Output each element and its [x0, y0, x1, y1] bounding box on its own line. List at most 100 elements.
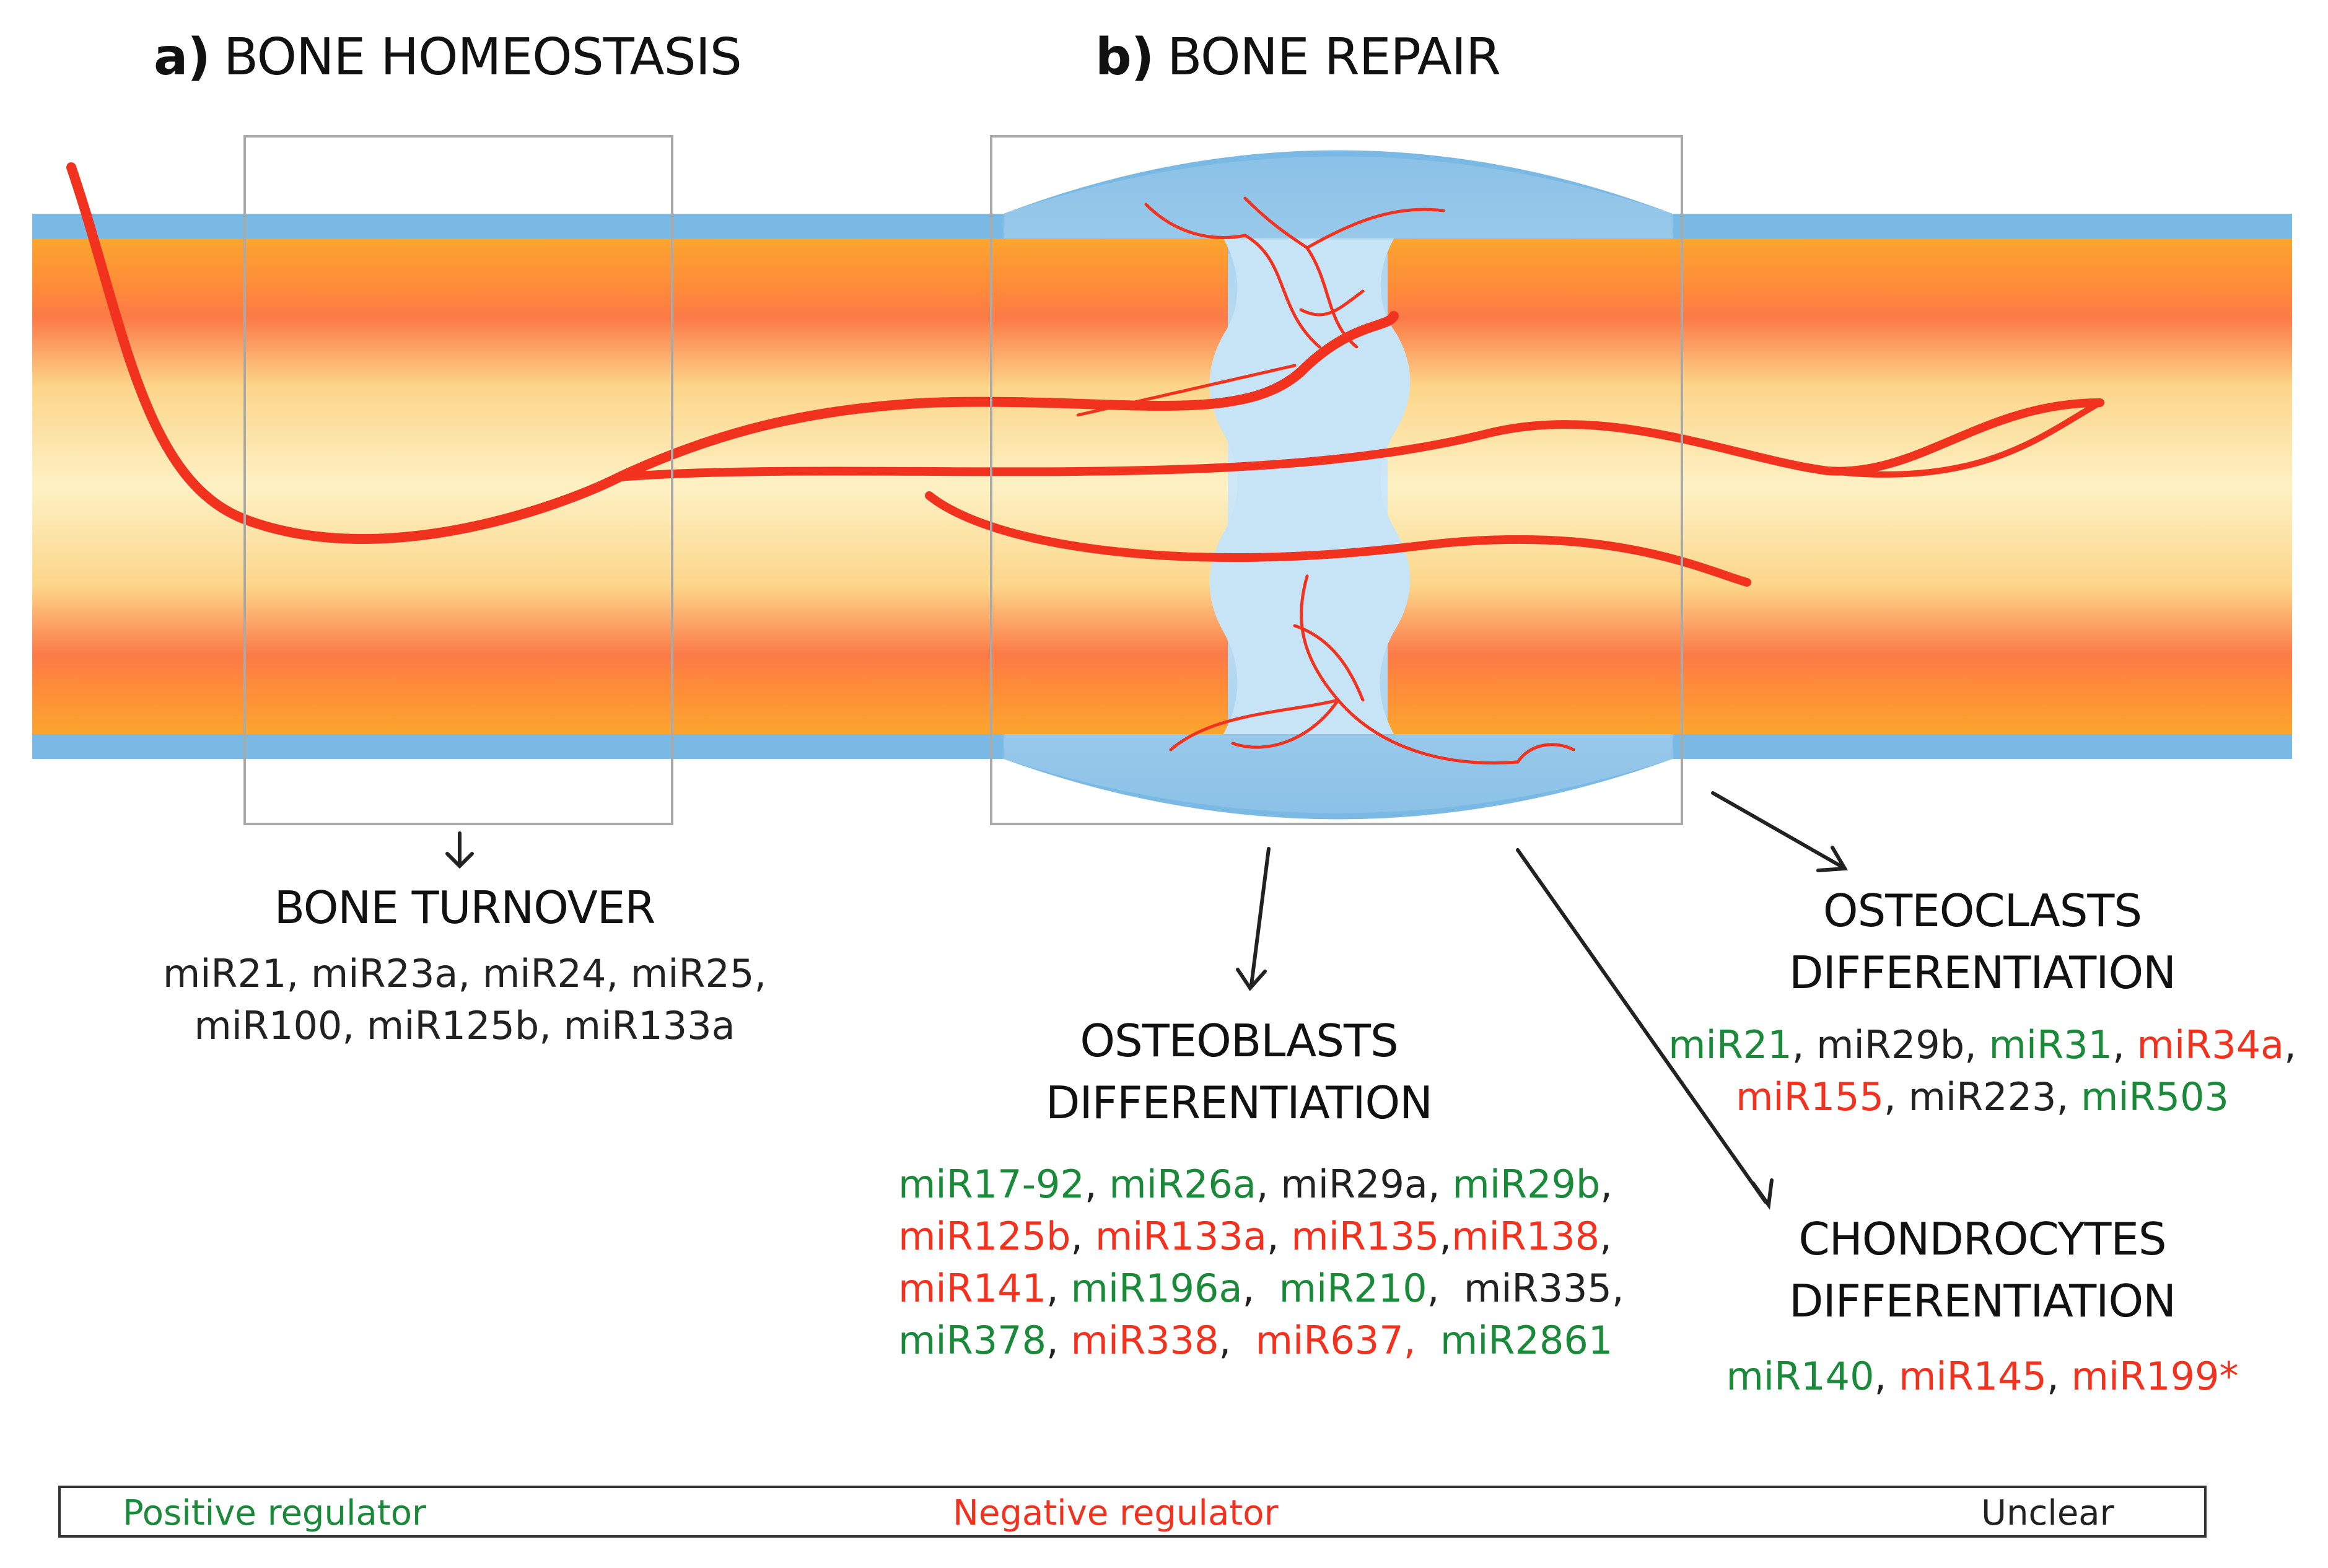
- mirna-label: miR21: [162, 951, 287, 996]
- chondrocytes-title-line: CHONDROCYTES: [1798, 1213, 2166, 1265]
- osteoclasts-title-line: DIFFERENTIATION: [1789, 947, 2176, 999]
- separator: ,: [1266, 1214, 1292, 1259]
- mirna-label: miR138: [1451, 1214, 1600, 1259]
- mirna-label: miR196a: [1070, 1266, 1243, 1311]
- chondrocytes-mirna-list: miR140, miR145, miR199*: [1642, 1351, 2323, 1403]
- separator: ,: [1600, 1162, 1613, 1207]
- panel-b-title: BONE REPAIR: [1167, 28, 1501, 87]
- separator: ,: [1242, 1266, 1279, 1311]
- mirna-label: miR133a: [563, 1003, 735, 1048]
- mirna-label: miR26a: [1109, 1162, 1256, 1207]
- mirna-label: miR21: [1668, 1022, 1792, 1067]
- separator: ,: [1403, 1318, 1440, 1363]
- mirna-label: miR125b: [898, 1214, 1071, 1259]
- osteoclasts-title-line: OSTEOCLASTS: [1823, 885, 2142, 937]
- mirna-label: miR29a: [1280, 1162, 1428, 1207]
- mirna-label: miR34a: [2137, 1022, 2285, 1067]
- separator: ,: [1084, 1162, 1109, 1207]
- mirna-label: miR135: [1291, 1214, 1440, 1259]
- legend-positive: Positive regulator: [123, 1493, 427, 1533]
- mirna-label: miR125b: [366, 1003, 540, 1048]
- mirna-label: miR17-92: [898, 1162, 1085, 1207]
- panel-b-heading: b)BONE REPAIR: [1095, 28, 1501, 87]
- arrows: [445, 791, 1849, 1210]
- separator: ,: [1070, 1214, 1095, 1259]
- mirna-label: miR140: [1726, 1354, 1875, 1399]
- mirna-row: miR125b, miR133a, miR135,miR138,: [898, 1211, 1612, 1263]
- mirna-label: miR145: [1898, 1354, 2047, 1399]
- mirna-label: miR2861: [1440, 1318, 1613, 1363]
- mirna-label: miR133a: [1095, 1214, 1267, 1259]
- chondrocytes-title-line: DIFFERENTIATION: [1789, 1275, 2176, 1327]
- mirna-row: miR155, miR223, miR503: [1642, 1071, 2323, 1123]
- legend-negative: Negative regulator: [953, 1493, 1279, 1533]
- osteoclasts-mirna-list: miR21, miR29b, miR31, miR34a,miR155, miR…: [1642, 1019, 2323, 1123]
- osteoblasts-mirna-list: miR17-92, miR26a, miR29a, miR29b,miR125b…: [898, 1158, 1624, 1367]
- mirna-label: miR24: [482, 951, 606, 996]
- panel-b-letter: b): [1095, 28, 1154, 87]
- mirna-label: miR335: [1463, 1266, 1612, 1311]
- separator: ,: [2056, 1074, 2081, 1119]
- separator: ,: [2284, 1022, 2296, 1067]
- mirna-label: miR100: [194, 1003, 343, 1048]
- mirna-label: miR23a: [310, 951, 458, 996]
- mirna-label: miR637: [1255, 1318, 1404, 1363]
- separator: ,: [1219, 1318, 1256, 1363]
- separator: ,: [1439, 1214, 1452, 1259]
- separator: ,: [1884, 1074, 1909, 1119]
- turnover-title-line: BONE TURNOVER: [274, 882, 656, 934]
- homeostasis-box: [243, 135, 673, 825]
- separator: ,: [539, 1003, 564, 1048]
- fracture-gap: [1209, 239, 1411, 734]
- mirna-label: miR141: [898, 1266, 1047, 1311]
- separator: ,: [1046, 1266, 1071, 1311]
- mirna-label: miR378: [898, 1318, 1047, 1363]
- separator: ,: [2112, 1022, 2137, 1067]
- mirna-row: miR21, miR23a, miR24, miR25,: [93, 948, 836, 1000]
- legend: Positive regulator Negative regulator Un…: [58, 1486, 2207, 1538]
- mirna-label: miR199*: [2071, 1354, 2239, 1399]
- mirna-label: miR25: [630, 951, 755, 996]
- separator: ,: [1599, 1214, 1612, 1259]
- mirna-label: miR29b: [1816, 1022, 1965, 1067]
- separator: ,: [458, 951, 483, 996]
- repair-box: [990, 135, 1683, 825]
- separator: ,: [342, 1003, 367, 1048]
- mirna-label: miR223: [1908, 1074, 2057, 1119]
- panel-a-title: BONE HOMEOSTASIS: [223, 28, 742, 87]
- osteoclasts-title: OSTEOCLASTS DIFFERENTIATION: [1642, 880, 2323, 1004]
- mirna-label: miR338: [1070, 1318, 1219, 1363]
- turnover-mirna-list: miR21, miR23a, miR24, miR25,miR100, miR1…: [93, 948, 836, 1052]
- separator: ,: [606, 951, 631, 996]
- mirna-label: miR210: [1279, 1266, 1427, 1311]
- separator: ,: [754, 951, 767, 996]
- mirna-row: miR100, miR125b, miR133a: [93, 1000, 836, 1052]
- separator: ,: [1792, 1022, 1817, 1067]
- panel-a-letter: a): [154, 28, 211, 87]
- separator: ,: [1427, 1162, 1453, 1207]
- mirna-label: miR29b: [1452, 1162, 1601, 1207]
- blood-vessels: [66, 162, 2104, 765]
- mirna-label: miR31: [1989, 1022, 2113, 1067]
- legend-unclear: Unclear: [1981, 1493, 2114, 1533]
- panel-a-heading: a)BONE HOMEOSTASIS: [154, 28, 742, 87]
- mirna-row: miR141, miR196a, miR210, miR335,: [898, 1263, 1624, 1315]
- mirna-row: miR378, miR338, miR637, miR2861: [898, 1315, 1613, 1367]
- bone-left: [32, 239, 1228, 734]
- separator: ,: [1256, 1162, 1281, 1207]
- mirna-row: miR21, miR29b, miR31, miR34a,: [1642, 1019, 2323, 1071]
- mirna-label: miR503: [2080, 1074, 2229, 1119]
- turnover-title: BONE TURNOVER: [124, 877, 805, 939]
- mirna-label: miR155: [1736, 1074, 1884, 1119]
- separator: ,: [1427, 1266, 1464, 1311]
- bone-right: [1388, 239, 2292, 734]
- osteoblasts-title-line: OSTEOBLASTS: [1080, 1015, 1398, 1067]
- separator: ,: [1964, 1022, 1989, 1067]
- separator: ,: [1611, 1266, 1624, 1311]
- separator: ,: [1046, 1318, 1071, 1363]
- mirna-row: miR17-92, miR26a, miR29a, miR29b,: [898, 1158, 1613, 1211]
- separator: ,: [1874, 1354, 1899, 1399]
- osteoblasts-title-line: DIFFERENTIATION: [1046, 1077, 1433, 1129]
